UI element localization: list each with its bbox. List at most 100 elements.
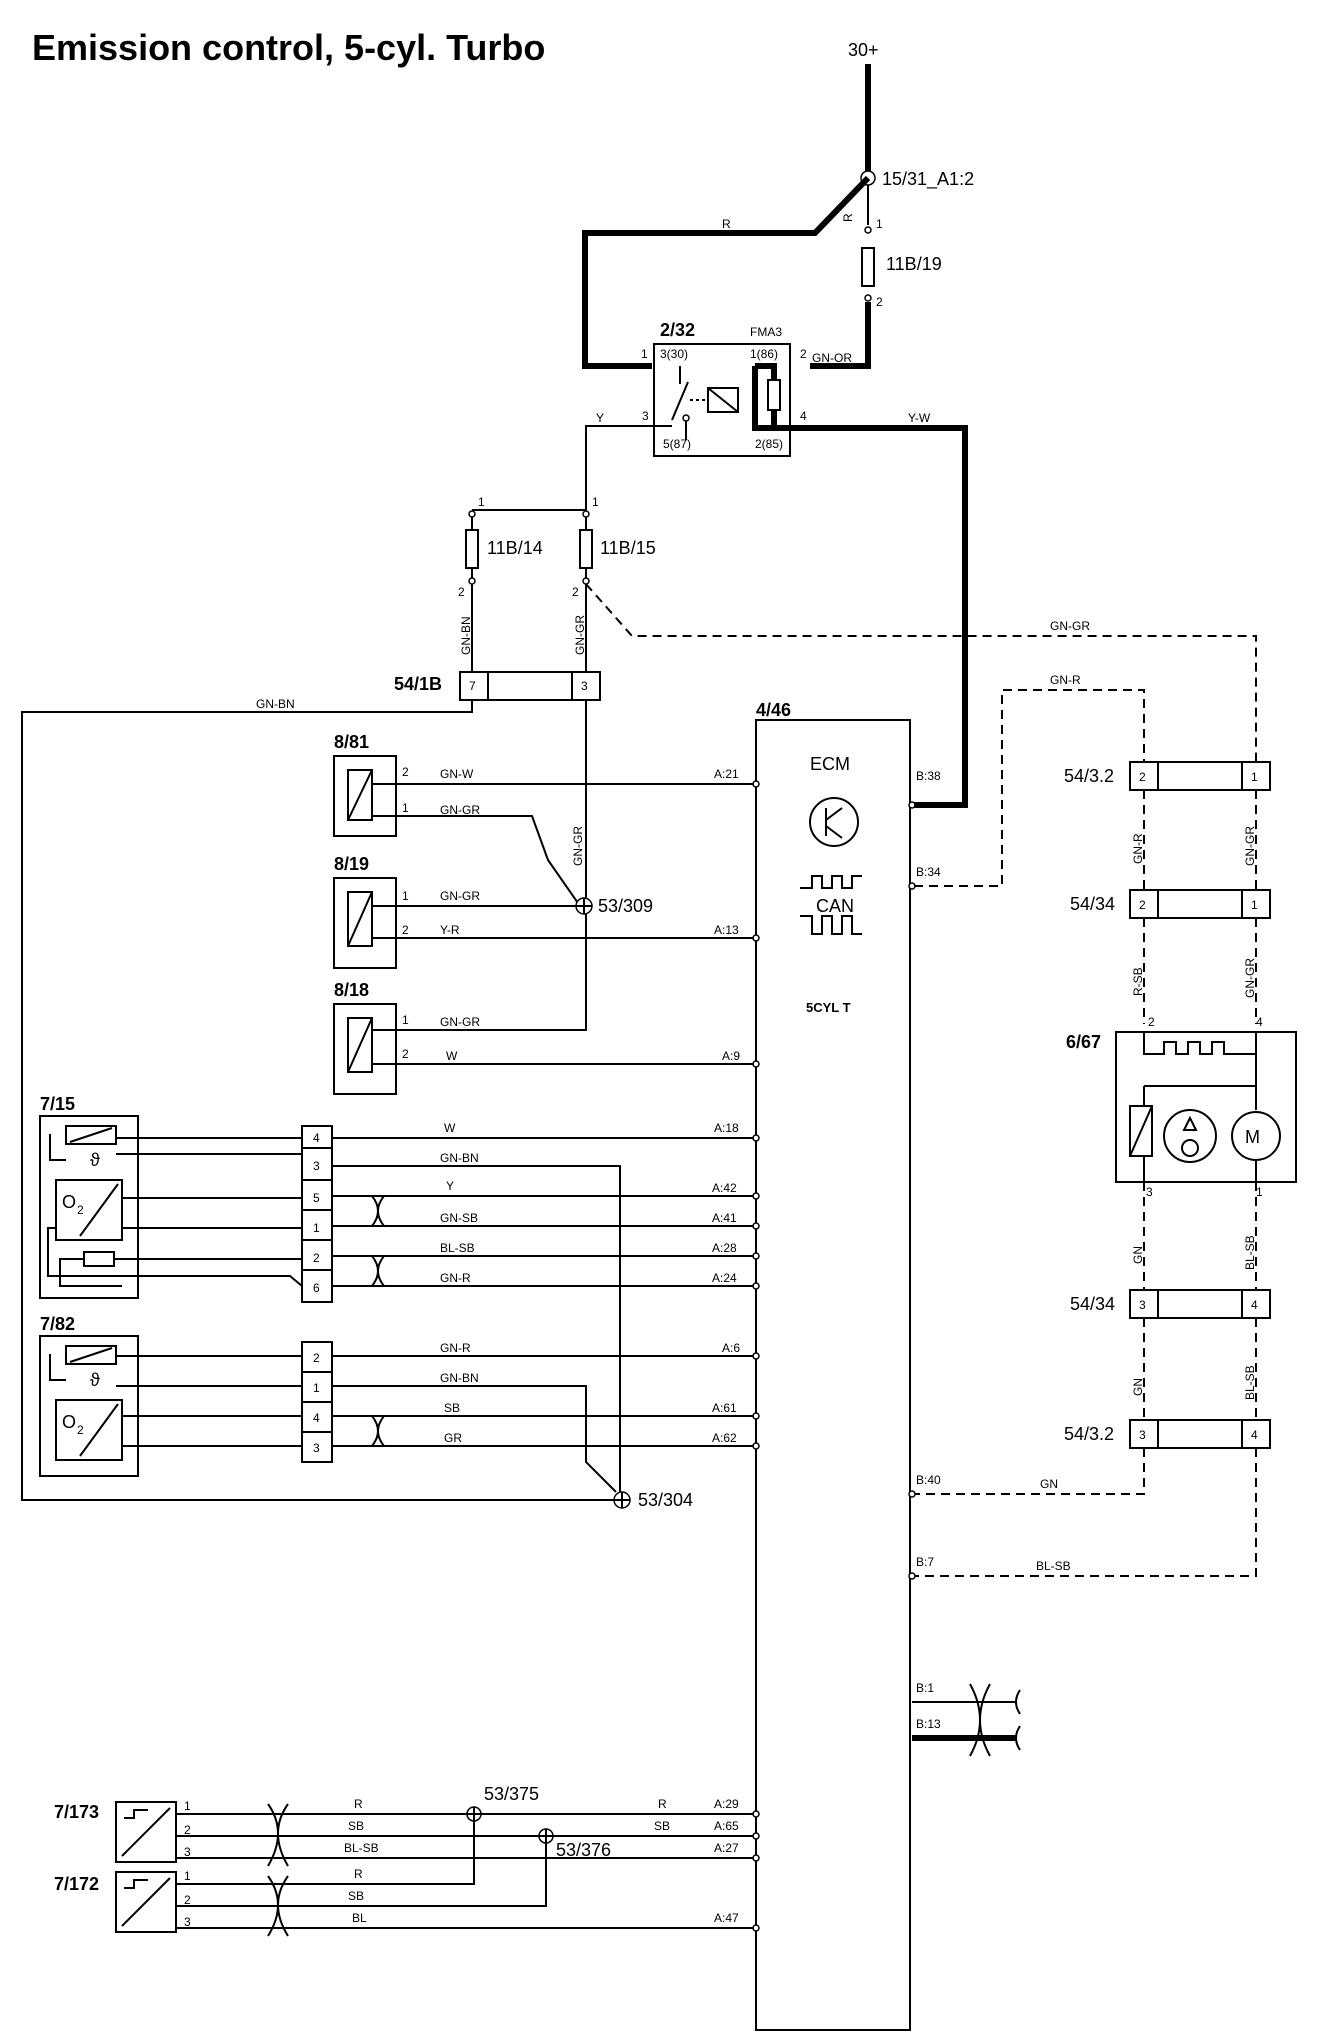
connector-54-3-2-bottom-body [1129,1419,1271,1449]
relay-pin-86: 1(86) [750,347,778,361]
ecm-pin-a24: A:24 [712,1271,737,1285]
throttle-pin-3: 3 [1146,1185,1153,1199]
fuse-11b19 [861,247,875,287]
ecm-name: ECM [810,754,850,774]
ecm-id-label: 4/46 [756,700,791,720]
ecm-pin-a27-terminal [752,1854,760,1862]
fuse-11b19-pin-2: 2 [876,295,883,309]
ecm-pin-a13: A:13 [714,923,739,937]
wire-label-gn-bn-7-15: GN-BN [440,1151,479,1165]
fuse-11b15-top-terminal [582,510,590,518]
ecm-pin-a9: A:9 [722,1049,740,1063]
transistor-icon-emitter [825,825,843,839]
wire-label-w-8-18: W [446,1049,458,1063]
connector-7-82-pin-4: 4 [313,1411,320,1425]
relay-pin-4: 4 [800,409,807,423]
can-signal-icon-top [800,875,862,889]
relay-pin-2: 2 [800,347,807,361]
wire-label-gr-7-82: GR [444,1431,462,1445]
wire-label-bl-sb-54-34: BL-SB [1243,1365,1257,1400]
ecm-pin-a21: A:21 [714,767,739,781]
sensor-7-172-pin-2: 2 [184,1893,191,1907]
wire-r-7-172 [176,1814,475,1885]
ecm-pin-b7: B:7 [916,1555,934,1569]
ecm-pin-a18-terminal [752,1134,760,1142]
sensor-7-82-theta-icon: ϑ [90,1370,100,1390]
ecm-pin-a9-terminal [752,1060,760,1068]
connector-7-15-pin-6: 6 [313,1281,320,1295]
throttle-6-67-frame [1115,1031,1297,1183]
relay-switch-blade [671,381,689,421]
sensor-7-82-o2-sub: 2 [77,1423,84,1437]
power-label: 30+ [848,40,879,60]
connector-7-15: 4 3 5 1 2 6 [301,1125,333,1303]
relay-pin-3: 3 [642,409,649,423]
wire-gn-r-dashed [914,689,1145,887]
throttle-6-67-label: 6/67 [1066,1032,1101,1052]
ecm-pin-a28-terminal [752,1252,760,1260]
ecm-pin-b13: B:13 [916,1717,941,1731]
wire-gn-bn-long [21,700,616,1501]
connector-54-34-bottom-pin-3: 3 [1139,1298,1146,1312]
sensor-7-15-lead-6 [47,1227,303,1287]
can-signal-icon-bottom [800,915,862,935]
sensor-7-15-temp-mark [69,1127,113,1143]
ecm-pin-b40: B:40 [916,1473,941,1487]
sensor-8-19: 8/19 1 2 [333,854,409,969]
connector-7-82: 2 1 4 3 [301,1341,333,1463]
sensor-7-82-o2-mark [79,1403,119,1457]
wire-label-gn-w: GN-W [440,767,474,781]
throttle-valve-icon-arrow [1182,1115,1198,1131]
wire-label-gn-6-67: GN [1131,1246,1145,1264]
wire-label-y: Y [596,411,604,425]
sensor-8-18: 8/18 1 2 [333,980,409,1095]
wire-label-bl-sb-7-15: BL-SB [440,1241,475,1255]
twisted-pair-icon-7-15-b [371,1255,385,1287]
splice-53-304: 53/304 [613,1490,693,1510]
relay-coil-mark [707,387,739,413]
connector-54-34-top-label: 54/34 [1070,894,1115,914]
wire-r-relay [582,175,871,369]
sensor-8-81-element-mark [347,769,373,821]
sensor-7-15-o2-icon: O [62,1192,76,1212]
ecm-pin-a41: A:41 [712,1211,737,1225]
can-wire-break-icon-a [1015,1689,1021,1715]
sensor-7-172: 7/172 1 2 3 [54,1869,191,1933]
ecm-pin-b38: B:38 [916,769,941,783]
wire-gn-b40 [914,1448,1145,1495]
can-wire-break-icon-b [1015,1725,1021,1751]
wire-label-gn-gr-8-18: GN-GR [440,1015,480,1029]
sensor-7-172-pin-3: 3 [184,1915,191,1929]
connector-7-82-pin-3: 3 [313,1441,320,1455]
ecm-pin-a65-terminal [752,1832,760,1840]
connector-54-1b: 54/1B 7 3 [394,671,601,701]
ecm-pin-a61-terminal [752,1412,760,1420]
ecm-4-46: 4/46 ECM CAN 5CYL T [755,700,911,2031]
sensor-7-172-label: 7/172 [54,1874,99,1894]
fuse-11b14-pin-2: 2 [458,585,465,599]
connector-7-15-body [301,1125,333,1303]
relay-switch-contact [682,414,690,422]
ecm-pin-a62-terminal [752,1442,760,1450]
connector-54-3-2-top-pin-2: 2 [1139,770,1146,784]
transistor-icon [809,797,859,847]
ecm-pin-a18: A:18 [714,1121,739,1135]
sensor-8-81-label: 8/81 [334,732,369,752]
sensor-7-172-pulse-icon [124,1879,148,1889]
throttle-6-67: 6/67 2 4 M 3 1 [1066,1015,1297,1199]
splice-53-376-label: 53/376 [556,1840,611,1860]
wire-label-r-7-172: R [354,1867,363,1881]
fuse-pair: 1 1 11B/14 11B/15 2 2 GN-BN GN-GR [458,495,656,672]
sensor-7-172-pin-1: 1 [184,1869,191,1883]
sensor-8-18-frame [333,1003,397,1095]
throttle-pin-2: 2 [1148,1015,1155,1029]
ecm-pin-b34: B:34 [916,865,941,879]
fuse-11b14-label: 11B/14 [487,538,543,558]
wire-gn-bn-7-82 [332,1385,617,1493]
fuse-11b19-label: 11B/19 [886,254,942,274]
wire-y [472,425,654,511]
connector-54-1b-pin-3: 3 [581,679,588,693]
wire-label-w-7-15: W [444,1121,456,1135]
sensor-8-19-element-mark [347,891,373,947]
wire-label-sb-7-82: SB [444,1401,460,1415]
